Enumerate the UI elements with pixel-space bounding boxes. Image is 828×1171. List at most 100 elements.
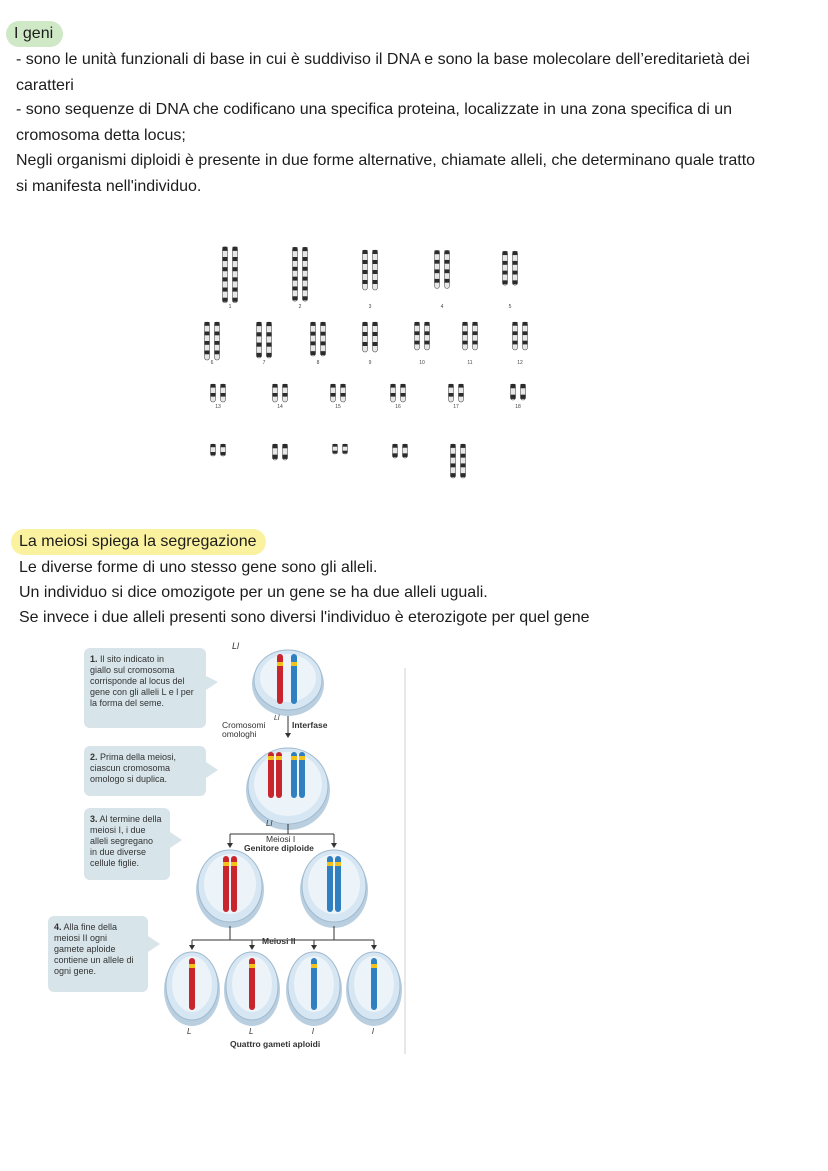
interfase-label: Interfase	[292, 720, 328, 730]
arrows-diagram	[189, 716, 377, 950]
chromosome-label: 6	[211, 360, 214, 366]
gameti-label: Quattro gameti aploidi	[230, 1039, 320, 1049]
gamete-label-3: l	[312, 1027, 314, 1036]
chromosome-pair	[256, 321, 272, 359]
chromosome-pair	[332, 443, 348, 455]
meiosi1-label: Meiosi I	[266, 834, 295, 844]
bubble-text-line: in due diverse	[90, 847, 146, 857]
chromosome-pair	[510, 383, 526, 401]
paragraph-genes-2: - sono sequenze di DNA che codificano un…	[16, 97, 732, 149]
bubble-text-line: 3. Al termine della	[90, 814, 162, 824]
chromosome-pair	[362, 321, 378, 353]
chromosome-pair	[502, 250, 518, 286]
bubble-text-line: gene con gli alleli L e l per	[90, 687, 194, 697]
chromosome-label: 4	[441, 304, 444, 310]
bubble-text-line: corrisponde al locus del	[90, 676, 185, 686]
chromosome-label: 8	[317, 360, 320, 366]
chromosome-pair	[222, 246, 238, 304]
paragraph-alleli: Le diverse forme di uno stesso gene sono…	[19, 559, 378, 576]
chromosome-label: 10	[419, 360, 425, 366]
chromosome-pair	[210, 383, 226, 403]
section-title-geni: I geni	[6, 21, 64, 47]
chromosome-label: 17	[453, 404, 459, 410]
chromosome-pair	[210, 443, 226, 457]
cell-duplicated	[246, 747, 330, 830]
chromosome-pair	[392, 443, 408, 459]
chromosome-pair	[310, 321, 326, 357]
gamete-label-1: L	[187, 1027, 191, 1036]
chromosome-label: 13	[215, 404, 221, 410]
cell-meiosi1-left	[196, 849, 264, 928]
chromosome-pair	[272, 443, 288, 461]
cell-meiosi1-right	[300, 849, 368, 928]
chromosome-pair	[434, 250, 450, 289]
cell-interfase	[252, 649, 324, 716]
bubble-text-line: giallo sul cromosoma	[90, 665, 175, 675]
chromosome-pair	[450, 443, 466, 479]
chromosome-pair	[204, 321, 220, 361]
chromosome-label: 7	[263, 360, 266, 366]
chromosome-label: 15	[335, 404, 341, 410]
gamete-label-2: L	[249, 1027, 253, 1036]
top-allele-label: Ll	[232, 641, 240, 651]
chromosome-label: 5	[509, 304, 512, 310]
text-line: - sono le unità funzionali di base in cu…	[16, 51, 750, 68]
cromosomi-label-2: omologhi	[222, 729, 257, 739]
bubble-text-line: 4. Alla fine della	[54, 922, 117, 932]
gamete-label-4: l	[372, 1027, 374, 1036]
diagram-labels: Ll Cromosomi omologhi Interfase Ll Ll Me…	[187, 641, 374, 1049]
paragraph-omozigote: Un individuo si dice omozigote per un ge…	[19, 584, 488, 601]
chromosome-pair	[362, 249, 378, 291]
bubble-text-line: omologo si duplica.	[90, 774, 167, 784]
chromosome-pair	[512, 321, 528, 351]
chromosome-pair	[462, 321, 478, 351]
chromosome-label: 12	[517, 360, 523, 366]
cell-gamete-3	[286, 951, 342, 1026]
chromosome-pair	[390, 383, 406, 403]
step-bubble-2: 2. Prima della meiosi,ciascun cromosomao…	[84, 746, 218, 796]
bubble-text-line: meiosi I, i due	[90, 825, 146, 835]
bubble-text-line: gamete aploide	[54, 944, 116, 954]
chromosome-label: 2	[299, 304, 302, 310]
chromosome-pair	[330, 383, 346, 403]
text-line: Negli organismi diploidi è presente in d…	[16, 152, 756, 169]
cell-gamete-4	[346, 951, 402, 1026]
meiosi2-label: Meiosi II	[262, 936, 296, 946]
chromosome-label: 1	[229, 304, 232, 310]
cell-gamete-1	[164, 951, 220, 1026]
cromosomi-label-1: Cromosomi	[222, 720, 266, 730]
chromosome-pair	[272, 383, 288, 403]
bubble-text-line: meiosi II ogni	[54, 933, 107, 943]
chromosome-label: 3	[369, 304, 372, 310]
chromosome-label: 16	[395, 404, 401, 410]
text-line: - sono sequenze di DNA che codificano un…	[16, 101, 732, 118]
genitore-label: Genitore diploide	[244, 843, 314, 853]
chromosome-label: 18	[515, 404, 521, 410]
paragraph-eterozigote: Se invece i due alleli presenti sono div…	[19, 609, 590, 626]
meiosi1-allele-label: Ll	[266, 819, 272, 828]
paragraph-genes-3: Negli organismi diploidi è presente in d…	[16, 148, 755, 200]
chromosome-pair	[414, 321, 430, 351]
bubble-text-line: ogni gene.	[54, 966, 96, 976]
bubble-text-line: ciascun cromosoma	[90, 763, 170, 773]
bubble-text-line: 1. Il sito indicato in	[90, 654, 164, 664]
paragraph-genes-1: - sono le unità funzionali di base in cu…	[16, 47, 750, 99]
karyotype-image: 12345678910111213141516171819202122XY	[204, 246, 528, 479]
text-line: si manifesta nell'individuo.	[16, 178, 202, 195]
bubble-text-line: 2. Prima della meiosi,	[90, 752, 176, 762]
cells-diagram	[164, 649, 402, 1026]
bubble-text-line: contiene un allele di	[54, 955, 134, 965]
bubble-text-line: cellule figlie.	[90, 858, 139, 868]
interfase-allele-label: Ll	[274, 715, 280, 722]
chromosome-label: 14	[277, 404, 283, 410]
chromosome-pair	[448, 383, 464, 403]
section-title-meiosi: La meiosi spiega la segregazione	[11, 529, 267, 555]
chromosome-label: 9	[369, 360, 372, 366]
text-line: caratteri	[16, 77, 74, 94]
chromosome-label: 11	[467, 360, 472, 366]
